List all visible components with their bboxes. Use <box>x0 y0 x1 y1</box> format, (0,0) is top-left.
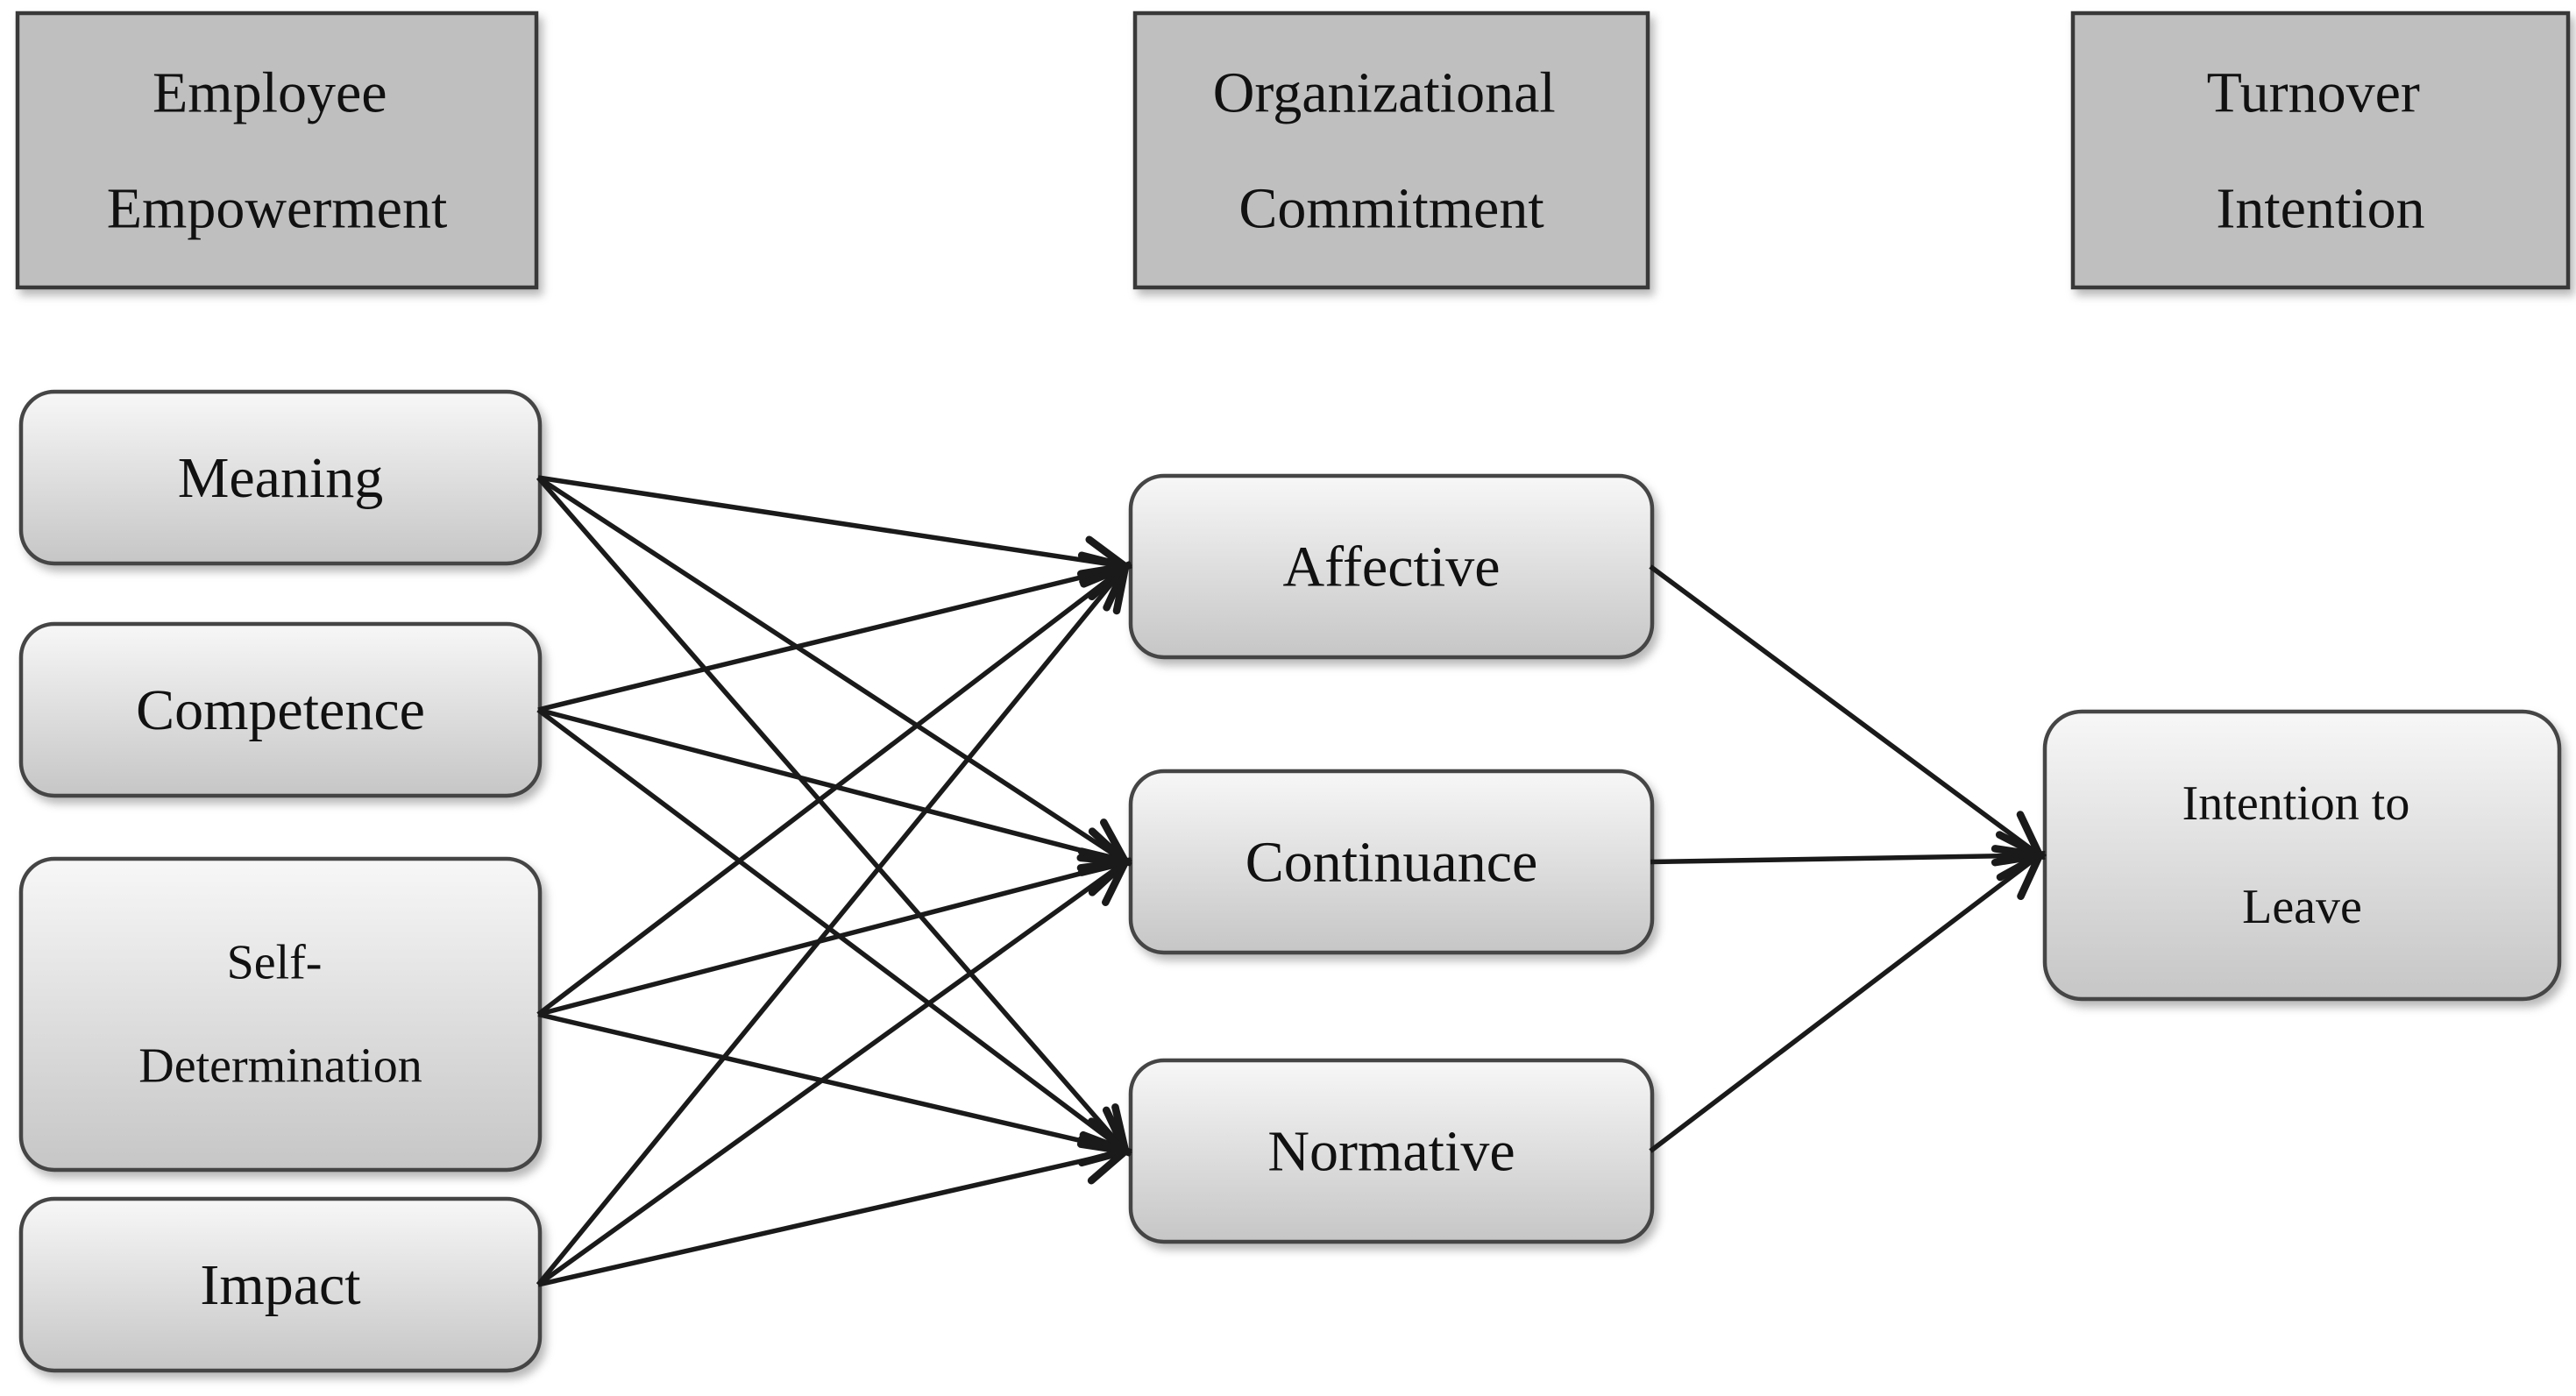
edge-self_determination-normative <box>537 1011 1125 1152</box>
node-label-meaning: Meaning <box>178 446 384 510</box>
header-box-employee-empowerment: Employee Empowerment <box>15 11 539 290</box>
node-label-intention-to-leave: Intention to Leave <box>2182 776 2423 934</box>
node-label-impact: Impact <box>200 1253 360 1317</box>
node-rect <box>2042 709 2562 1002</box>
node-intention-to-leave: Intention to Leave <box>2042 709 2562 1002</box>
edge-impact-normative <box>537 1152 1125 1287</box>
edge-impact-continuance <box>536 862 1125 1287</box>
node-normative: Normative <box>1128 1058 1655 1244</box>
node-affective: Affective <box>1128 473 1655 660</box>
node-impact: Impact <box>18 1196 543 1373</box>
edges-layer <box>536 475 2040 1287</box>
header-box-turnover-intention: Turnover Intention <box>2070 11 2571 290</box>
node-label-normative: Normative <box>1267 1119 1515 1183</box>
header-rect <box>1132 11 1650 290</box>
edge-affective-intention_to_leave <box>1649 564 2040 856</box>
edge-competence-continuance <box>537 707 1125 862</box>
header-label-organizational-commitment: Organizational Commitment <box>1213 60 1570 240</box>
node-competence: Competence <box>18 621 543 798</box>
edge-meaning-affective <box>537 475 1125 567</box>
edge-impact-affective <box>536 567 1125 1286</box>
edge-competence-normative <box>536 707 1125 1152</box>
node-self-determination: Self- Determination <box>18 856 543 1173</box>
node-label-continuance: Continuance <box>1245 830 1538 894</box>
node-continuance: Continuance <box>1128 769 1655 955</box>
edge-meaning-continuance <box>536 475 1125 862</box>
header-label-turnover-intention: Turnover Intention <box>2207 60 2435 240</box>
edge-normative-intention_to_leave <box>1649 855 2040 1153</box>
node-label-self-determination: Self- Determination <box>138 936 422 1094</box>
header-box-organizational-commitment: Organizational Commitment <box>1132 11 1650 290</box>
node-label-affective: Affective <box>1283 535 1501 599</box>
edge-competence-affective <box>537 567 1125 712</box>
header-rect <box>2070 11 2571 290</box>
edge-continuance-intention_to_leave <box>1650 855 2040 862</box>
node-meaning: Meaning <box>18 389 543 566</box>
header-label-employee-empowerment: Employee Empowerment <box>107 60 448 240</box>
edge-self_determination-continuance <box>537 862 1125 1017</box>
header-rect <box>15 11 539 290</box>
edge-meaning-normative <box>536 476 1125 1152</box>
edge-self_determination-affective <box>536 567 1125 1017</box>
node-rect <box>18 856 543 1173</box>
node-label-competence: Competence <box>136 678 425 742</box>
